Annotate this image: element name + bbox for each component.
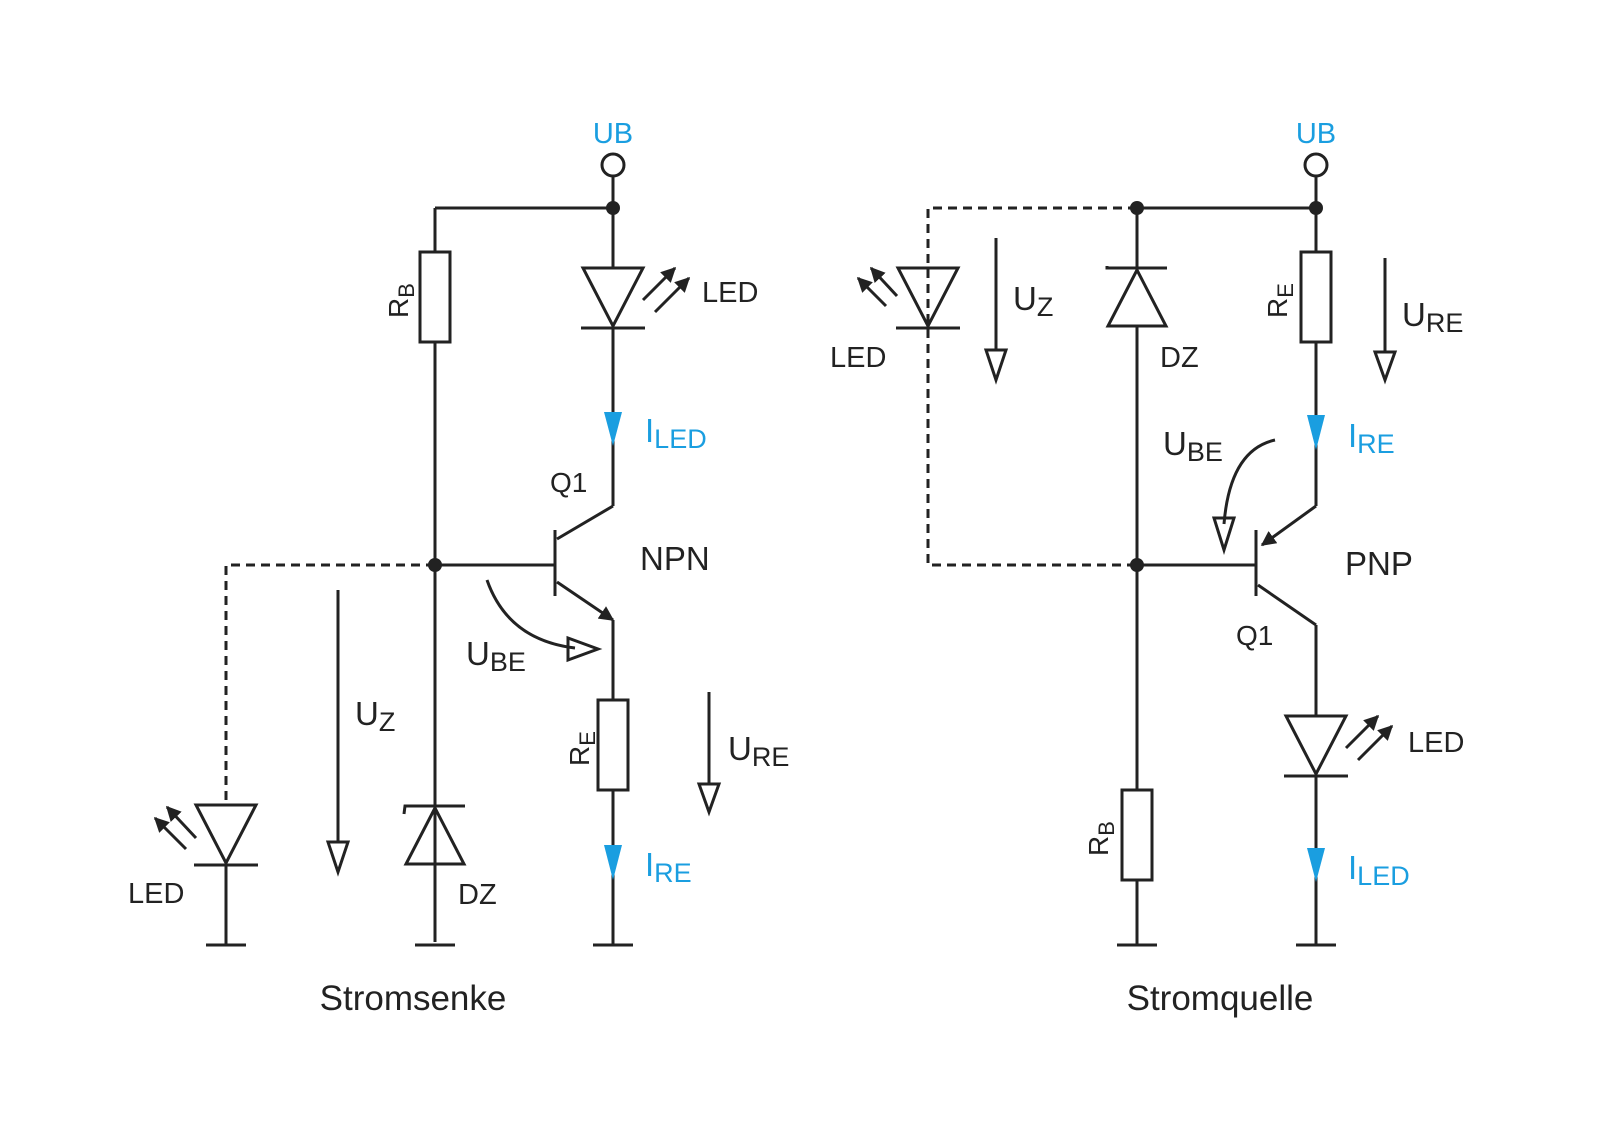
base-resistor-label: RB xyxy=(383,283,419,318)
ube-label: UBE xyxy=(1163,425,1223,467)
transistor-name: Q1 xyxy=(550,467,587,498)
transistor-type: PNP xyxy=(1345,545,1413,582)
zener-label: DZ xyxy=(458,879,497,911)
uz-label: UZ xyxy=(355,695,395,737)
led-bottom-symbol xyxy=(193,803,259,867)
i-led-label: ILED xyxy=(645,412,707,454)
uz-arrow-icon xyxy=(983,348,1009,385)
junction-dot xyxy=(1130,558,1144,572)
light-arrow-icon xyxy=(165,805,198,840)
led-top-label: LED xyxy=(702,277,758,309)
supply-terminal xyxy=(600,152,626,178)
base-resistor xyxy=(418,250,452,344)
zener-symbol xyxy=(1105,266,1169,328)
left-caption: Stromsenke xyxy=(320,979,507,1018)
uz-arrow-icon xyxy=(325,840,351,877)
ure-label: URE xyxy=(1402,296,1463,338)
zener-cathode xyxy=(402,804,465,815)
led-bottom-symbol xyxy=(1283,714,1349,778)
ure-arrow-icon xyxy=(1372,350,1398,385)
transistor-type: NPN xyxy=(640,540,710,577)
i-re-label: IRE xyxy=(645,846,692,888)
alternative-led-path xyxy=(224,563,435,805)
current-arrow-icon xyxy=(1307,415,1325,450)
emitter-lead xyxy=(1260,504,1317,547)
transistor-name: Q1 xyxy=(1236,620,1273,651)
emitter-resistor-label: RE xyxy=(1262,283,1298,318)
light-arrow-icon xyxy=(1344,714,1380,750)
i-led-label: ILED xyxy=(1348,849,1410,891)
emitter-resistor-label: RE xyxy=(564,731,600,766)
current-arrow-icon xyxy=(1307,848,1325,882)
zener-cathode xyxy=(1105,266,1167,270)
ube-label: UBE xyxy=(466,635,526,677)
led-top-symbol xyxy=(895,266,961,330)
current-arrow-icon xyxy=(604,845,622,880)
uz-label: UZ xyxy=(1013,280,1053,322)
supply-label: UB xyxy=(593,118,633,150)
ure-arrow-icon xyxy=(696,782,722,817)
zener-symbol xyxy=(403,804,467,866)
current-arrow-icon xyxy=(604,412,622,446)
supply-label: UB xyxy=(1296,118,1336,150)
ube-arrow-icon xyxy=(1211,516,1237,556)
ure-label: URE xyxy=(728,730,789,772)
led-top-symbol xyxy=(580,266,646,330)
i-re-label: IRE xyxy=(1348,417,1395,459)
light-arrow-icon xyxy=(153,816,188,851)
led-bottom-label: LED xyxy=(128,878,184,910)
light-arrow-icon xyxy=(653,276,691,314)
current-sink-circuit: UB RB LED ILED Q1 NPN UBE xyxy=(128,118,789,1018)
alternative-led-path xyxy=(926,206,1137,567)
ube-curve xyxy=(1222,438,1276,525)
led-bottom-label: LED xyxy=(1408,727,1464,759)
light-arrow-icon xyxy=(1356,724,1394,762)
emitter-resistor xyxy=(1299,250,1333,344)
led-top-label: LED xyxy=(830,342,886,374)
ube-arrow-icon xyxy=(566,635,603,663)
current-source-circuit: UB LED UZ DZ RE URE IRE xyxy=(830,118,1464,1018)
base-resistor-label: RB xyxy=(1083,821,1119,856)
collector-lead xyxy=(1257,583,1317,627)
light-arrow-icon xyxy=(856,276,888,308)
light-arrow-icon xyxy=(641,266,677,302)
light-arrow-icon xyxy=(869,266,899,298)
collector-lead xyxy=(556,504,614,541)
right-caption: Stromquelle xyxy=(1127,979,1314,1018)
emitter-resistor xyxy=(596,698,630,792)
zener-label: DZ xyxy=(1160,342,1199,374)
supply-terminal xyxy=(1303,152,1329,178)
base-resistor xyxy=(1120,788,1154,882)
ube-curve xyxy=(485,579,576,650)
emitter-lead xyxy=(556,580,615,622)
